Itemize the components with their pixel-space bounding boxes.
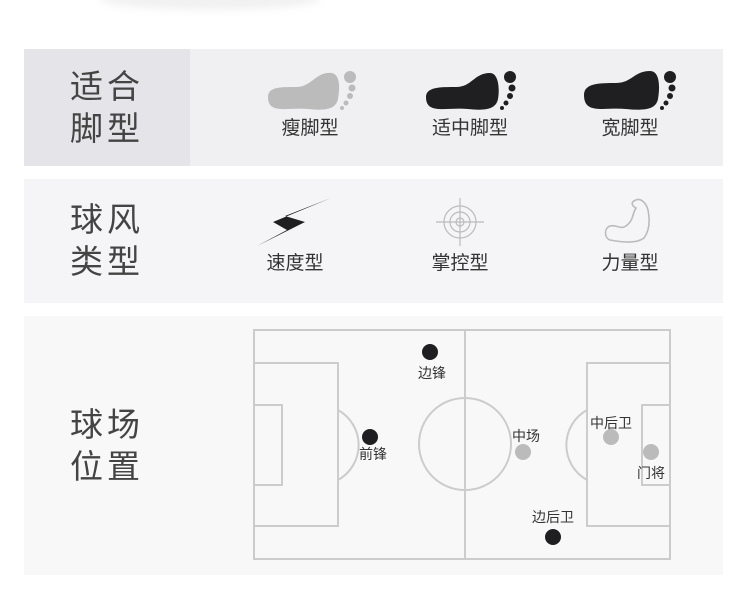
section-title: 适合脚型 — [24, 49, 190, 166]
player-midfielder: 中场 — [512, 429, 540, 460]
style-label: 速度型 — [266, 252, 324, 274]
foot-label: 宽脚型 — [601, 117, 659, 139]
position-section: 球场位置 — [24, 316, 723, 575]
foot-item-medium: 适中脚型 — [395, 69, 545, 140]
style-item-control: 掌控型 — [385, 196, 535, 275]
svg-text:中后卫: 中后卫 — [590, 416, 632, 432]
player-goalkeeper: 门将 — [637, 444, 665, 482]
play-style-section: 球风类型 速度型 掌控型 力量型 — [24, 179, 723, 303]
muscle-icon — [604, 198, 650, 243]
foot-icon — [584, 71, 676, 110]
section-title: 球场位置 — [70, 404, 144, 486]
style-label: 掌控型 — [431, 252, 489, 274]
svg-text:门将: 门将 — [637, 466, 665, 482]
player-striker: 前锋 — [359, 429, 387, 463]
foot-icon — [426, 71, 516, 110]
top-shadow — [100, 0, 320, 10]
foot-item-slim: 瘦脚型 — [235, 69, 385, 140]
foot-item-wide: 宽脚型 — [555, 69, 705, 140]
svg-text:中场: 中场 — [512, 429, 540, 445]
pitch-lines — [253, 329, 671, 560]
player-fullback: 边后卫 — [532, 510, 574, 545]
style-item-power: 力量型 — [555, 196, 705, 275]
style-label: 力量型 — [601, 252, 659, 274]
foot-label: 适中脚型 — [431, 117, 508, 139]
style-item-speed: 速度型 — [220, 196, 370, 275]
svg-text:前锋: 前锋 — [359, 446, 387, 463]
lightning-icon — [257, 198, 331, 246]
target-icon — [436, 198, 484, 246]
foot-label: 瘦脚型 — [281, 117, 339, 139]
player-center-back: 中后卫 — [590, 416, 632, 445]
foot-type-section: 适合脚型 瘦脚型 适中脚型 宽脚型 — [24, 49, 723, 166]
player-winger: 边锋 — [418, 344, 446, 382]
svg-text:边锋: 边锋 — [418, 366, 446, 382]
svg-text:边后卫: 边后卫 — [532, 510, 574, 526]
foot-icon — [268, 71, 356, 110]
section-title: 球风类型 — [70, 200, 144, 281]
